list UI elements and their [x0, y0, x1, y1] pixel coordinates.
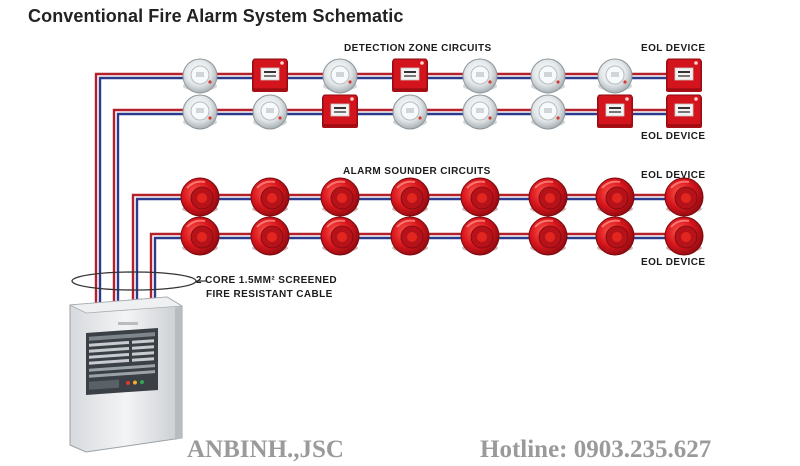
detection-zone-2-wire-positive [112, 108, 690, 310]
sounder-circuit-2-sounder-6 [528, 216, 568, 256]
fire-alarm-control-panel [68, 296, 184, 453]
sounder-circuit-1-sounder-3 [320, 177, 360, 217]
detection-zone-2-wire-negative [116, 112, 690, 310]
sounder-circuit-1-wire-negative [135, 197, 690, 310]
sounder-circuit-2-sounder-4 [390, 216, 430, 256]
sounder-circuit-1-sounder-7 [595, 177, 635, 217]
detection-zone-1-smoke-detector-7 [597, 58, 633, 94]
detection-zone-1-manual-call-point-4 [392, 58, 428, 92]
sounder-circuit-2-sounder-5 [460, 216, 500, 256]
eol-device-label-sounder-2: EOL DEVICE [641, 257, 706, 268]
eol-device-label-zone-1: EOL DEVICE [641, 43, 706, 54]
detection-zone-2-smoke-detector-2 [252, 94, 288, 130]
sounder-circuit-2-sounder-1 [180, 216, 220, 256]
detection-zone-2-smoke-detector-1 [182, 94, 218, 130]
detection-zone-2-manual-call-point-3 [322, 94, 358, 128]
cable-type-label: FIRE RESISTANT CABLE [206, 289, 333, 300]
detection-zone-2-smoke-detector-4 [392, 94, 428, 130]
sounder-circuit-1-sounder-1 [180, 177, 220, 217]
detection-zone-2-smoke-detector-6 [530, 94, 566, 130]
sounder-circuit-2-wire-negative [153, 236, 690, 310]
detection-zone-circuits-label: DETECTION ZONE CIRCUITS [344, 43, 492, 54]
detection-zone-2-smoke-detector-5 [462, 94, 498, 130]
cable-bundle-ring [71, 271, 206, 291]
detection-zone-1-smoke-detector-3 [322, 58, 358, 94]
detection-zone-2-manual-call-point-7 [597, 94, 633, 128]
sounder-circuit-1-sounder-5 [460, 177, 500, 217]
detection-zone-2-manual-call-point-8 [666, 94, 702, 128]
sounder-circuit-2-sounder-2 [250, 216, 290, 256]
sounder-circuit-1-sounder-2 [250, 177, 290, 217]
eol-device-label-sounder-1: EOL DEVICE [641, 170, 706, 181]
alarm-sounder-circuits-label: ALARM SOUNDER CIRCUITS [343, 166, 491, 177]
detection-zone-1-smoke-detector-1 [182, 58, 218, 94]
sounder-circuit-2-sounder-8 [664, 216, 704, 256]
hotline-number: Hotline: 0903.235.627 [480, 436, 712, 463]
detection-zone-1-smoke-detector-5 [462, 58, 498, 94]
sounder-circuit-1-sounder-4 [390, 177, 430, 217]
sounder-circuit-1-sounder-6 [528, 177, 568, 217]
eol-device-label-zone-2: EOL DEVICE [641, 131, 706, 142]
detection-zone-1-manual-call-point-8 [666, 58, 702, 92]
detection-zone-1-manual-call-point-2 [252, 58, 288, 92]
cable-spec-label: 2 CORE 1.5MM² SCREENED [196, 275, 338, 286]
detection-zone-1-smoke-detector-6 [530, 58, 566, 94]
sounder-circuit-2-wire-positive [149, 232, 690, 310]
sounder-circuit-2-sounder-7 [595, 216, 635, 256]
company-name: ANBINH.,JSC [187, 436, 344, 463]
sounder-circuit-2-sounder-3 [320, 216, 360, 256]
sounder-circuit-1-sounder-8 [664, 177, 704, 217]
field-devices [180, 58, 704, 256]
diagram-title: Conventional Fire Alarm System Schematic [28, 6, 404, 26]
